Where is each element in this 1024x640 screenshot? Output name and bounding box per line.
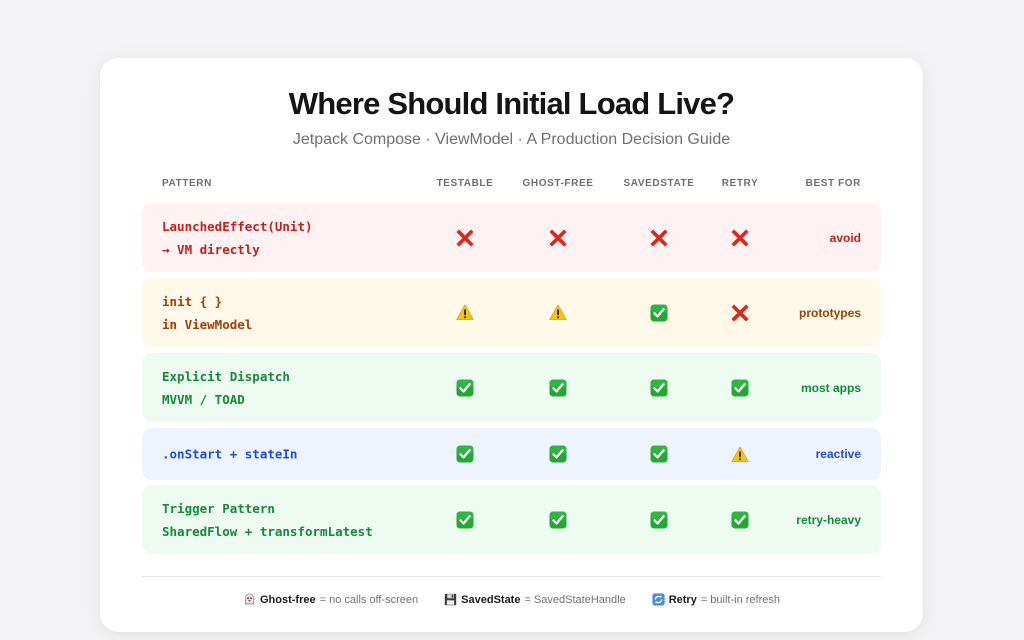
pattern-name: LaunchedEffect(Unit) — [162, 218, 313, 234]
check-icon — [730, 510, 750, 530]
warning-icon — [730, 444, 750, 464]
check-icon — [548, 510, 568, 530]
check-icon — [548, 378, 568, 398]
column-header-testable: TESTABLE — [436, 178, 494, 189]
refresh-icon — [652, 593, 665, 606]
pattern-cell: .onStart + stateIn — [162, 443, 297, 466]
column-header-retry: RETRY — [721, 178, 759, 189]
pattern-cell: init { } in ViewModel — [162, 290, 252, 336]
legend-definition: = SavedStateHandle — [524, 593, 626, 606]
legend-item-retry: Retry = built-in refresh — [652, 593, 780, 606]
legend-definition: = no calls off-screen — [319, 593, 419, 606]
table-row-launched-effect: LaunchedEffect(Unit) → VM directly avoid — [142, 203, 881, 272]
cross-icon — [649, 228, 669, 248]
check-icon — [455, 510, 475, 530]
column-header-best-for: BEST FOR — [805, 178, 861, 189]
page-subtitle: Jetpack Compose · ViewModel · A Producti… — [292, 131, 731, 148]
pattern-name: .onStart + stateIn — [162, 446, 298, 462]
best-for-label: most apps — [800, 380, 861, 395]
check-icon — [649, 444, 669, 464]
table-row-onstart-statein: .onStart + stateIn reactive — [142, 428, 881, 480]
check-icon — [455, 378, 475, 398]
legend-item-ghost-free: Ghost-free = no calls off-screen — [243, 593, 418, 606]
pattern-detail: in ViewModel — [162, 316, 253, 332]
column-header-ghost-free: GHOST-FREE — [522, 178, 594, 189]
legend-definition: = built-in refresh — [700, 593, 780, 606]
check-icon — [730, 378, 750, 398]
best-for-label: prototypes — [798, 305, 861, 320]
check-icon — [548, 444, 568, 464]
legend: Ghost-free = no calls off-screen SavedSt… — [100, 593, 923, 606]
pattern-name: Trigger Pattern — [162, 500, 275, 516]
cross-icon — [455, 228, 475, 248]
table-row-init-block: init { } in ViewModel prototypes — [142, 278, 881, 347]
decision-guide-card: Where Should Initial Load Live? Jetpack … — [100, 58, 923, 632]
check-icon — [649, 510, 669, 530]
footer-divider — [142, 576, 881, 577]
pattern-name: init { } — [162, 293, 223, 309]
ghost-icon — [243, 593, 256, 606]
pattern-detail: SharedFlow + transformLatest — [162, 523, 373, 539]
warning-icon — [455, 303, 475, 323]
check-icon — [649, 303, 669, 323]
legend-term: Ghost-free — [259, 593, 316, 606]
table-header: PATTERN TESTABLE GHOST-FREE SAVEDSTATE R… — [142, 178, 881, 192]
check-icon — [455, 444, 475, 464]
floppy-disk-icon — [444, 593, 457, 606]
pattern-detail: → VM directly — [162, 241, 260, 257]
legend-term: Retry — [668, 593, 697, 606]
warning-icon — [548, 303, 568, 323]
check-icon — [649, 378, 669, 398]
cross-icon — [730, 303, 750, 323]
pattern-cell: LaunchedEffect(Unit) → VM directly — [162, 215, 313, 261]
column-header-pattern: PATTERN — [162, 178, 212, 189]
legend-term: SavedState — [461, 593, 521, 606]
cross-icon — [548, 228, 568, 248]
best-for-label: avoid — [829, 230, 861, 245]
pattern-name: Explicit Dispatch — [162, 368, 290, 384]
cross-icon — [730, 228, 750, 248]
pattern-detail: MVVM / TOAD — [162, 391, 245, 407]
best-for-label: reactive — [815, 447, 861, 461]
page-title: Where Should Initial Load Live? — [288, 86, 735, 121]
legend-item-savedstate: SavedState = SavedStateHandle — [444, 593, 626, 606]
best-for-label: retry-heavy — [796, 512, 861, 527]
column-header-savedstate: SAVEDSTATE — [623, 178, 695, 189]
